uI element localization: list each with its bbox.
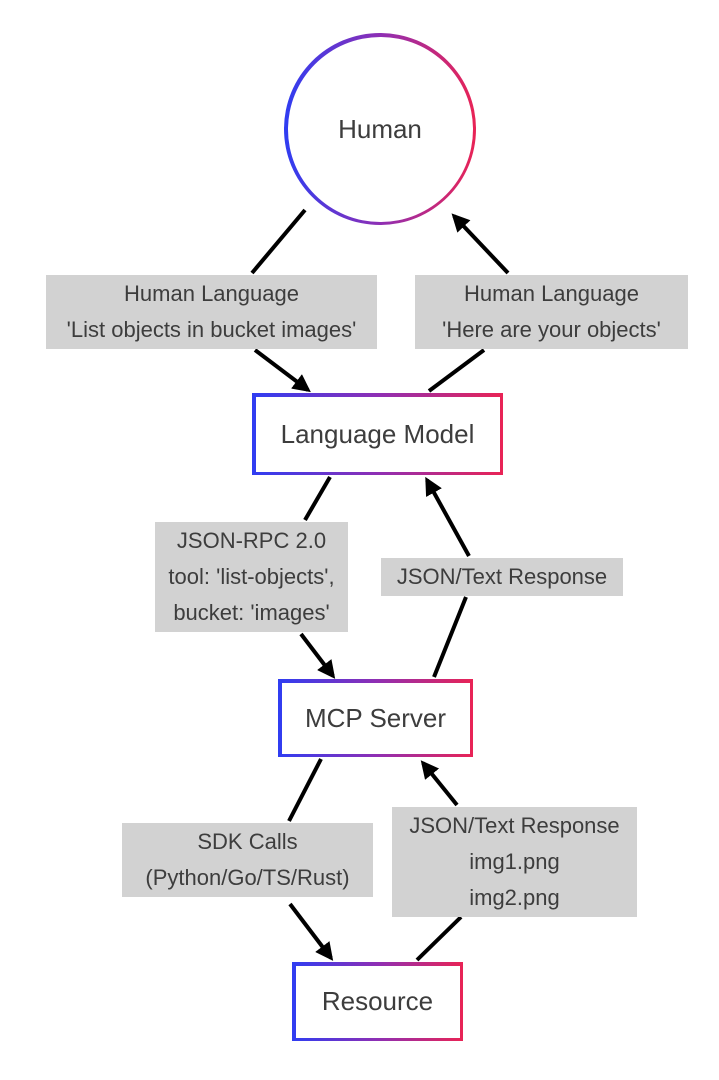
edge-mcp-server-to-label: [287, 758, 323, 822]
node-human: Human: [284, 33, 476, 225]
edge-label-to-language-model: [253, 348, 311, 393]
edge-label-resource-to-mcp: JSON/Text Response img1.png img2.png: [392, 807, 637, 917]
edge-label-line: Human Language: [124, 281, 299, 306]
edge-label-human-to-lm: Human Language 'List objects in bucket i…: [46, 275, 377, 349]
edge-label-line: img1.png: [469, 849, 560, 874]
node-resource-label: Resource: [295, 965, 460, 1038]
edge-label-to-language-model-up: [425, 476, 471, 557]
edge-label-mcp-to-resource: SDK Calls (Python/Go/TS/Rust): [122, 823, 373, 897]
edge-language-model-to-label: [303, 475, 332, 522]
edge-language-model-to-label-up: [427, 348, 486, 393]
edge-label-line: img2.png: [469, 885, 560, 910]
edge-mcp-server-to-label-up: [432, 596, 468, 678]
edge-label-line: Human Language: [464, 281, 639, 306]
edge-label-mcp-to-lm: JSON/Text Response: [381, 558, 623, 596]
edge-label-line: JSON/Text Response: [409, 813, 620, 838]
edge-label-line: JSON-RPC 2.0: [176, 528, 327, 553]
node-human-label: Human: [287, 36, 473, 222]
edge-label-to-mcp-server: [299, 632, 336, 679]
edge-label-to-mcp-server-up: [420, 760, 459, 807]
edge-label-lm-to-mcp: JSON-RPC 2.0 tool: 'list-objects', bucke…: [155, 522, 348, 632]
edge-human-to-label: [250, 208, 307, 275]
edge-label-line: 'Here are your objects': [442, 317, 661, 342]
node-mcp-server: MCP Server: [278, 679, 473, 757]
edge-label-line: tool: 'list-objects',: [168, 564, 335, 589]
edge-label-line: JSON/Text Response: [396, 564, 608, 589]
edge-label-line: bucket: 'images': [173, 600, 330, 625]
edge-label-to-resource: [288, 902, 334, 961]
node-resource: Resource: [292, 962, 463, 1041]
edge-label-line: (Python/Go/TS/Rust): [145, 865, 350, 890]
edge-label-to-human: [451, 213, 510, 275]
edge-label-lm-to-human: Human Language 'Here are your objects': [415, 275, 688, 349]
node-language-model-label: Language Model: [255, 396, 500, 472]
edge-label-line: SDK Calls: [197, 829, 298, 854]
node-language-model: Language Model: [252, 393, 503, 475]
edge-label-line: 'List objects in bucket images': [66, 317, 357, 342]
edge-resource-to-label: [415, 915, 463, 962]
node-mcp-server-label: MCP Server: [281, 682, 470, 754]
